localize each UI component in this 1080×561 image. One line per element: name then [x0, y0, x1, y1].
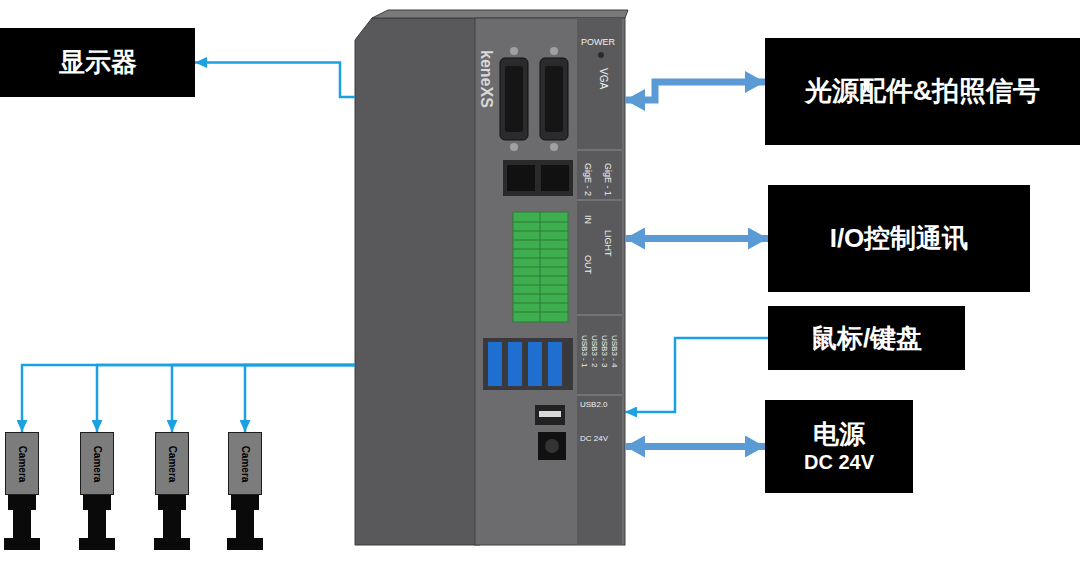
power-led	[598, 52, 604, 58]
signal-line	[195, 63, 355, 98]
usb3-port	[528, 342, 542, 386]
usb-block	[483, 338, 573, 390]
device-top	[372, 10, 628, 18]
ethernet-port	[507, 165, 535, 191]
industrial-pc: keneXS POWER VGA GigE - 2 GigE - 1 IN OUT LIGHT…	[355, 15, 625, 550]
camera-mount	[154, 495, 190, 550]
screw	[510, 143, 518, 151]
callout-text: 电源	[813, 418, 865, 451]
panel-label: USB3 - 1	[579, 335, 588, 367]
camera-mount	[4, 495, 40, 550]
panel-label: USB2.0	[580, 401, 608, 410]
camera-label: Camera	[240, 445, 251, 482]
panel-label: VGA	[598, 68, 609, 89]
signal-line	[625, 338, 768, 412]
signal-line	[97, 365, 355, 432]
camera-body: Camera	[228, 432, 262, 495]
terminal-block	[513, 212, 568, 322]
callout-text: DC 24V	[804, 450, 874, 475]
panel-label: OUT	[582, 255, 592, 274]
signal-line	[22, 365, 355, 432]
callout-box: 鼠标/键盘	[768, 306, 965, 370]
com-port	[540, 58, 568, 140]
signal-line	[172, 365, 355, 432]
strip-divider	[577, 395, 622, 396]
label-strip	[577, 18, 622, 545]
panel-label: USB3 - 4	[609, 335, 618, 367]
ethernet-block	[503, 160, 573, 196]
screw	[550, 47, 558, 55]
panel-label: LIGHT	[602, 230, 612, 257]
camera-mount	[79, 495, 115, 550]
panel-label: GigE - 2	[582, 163, 592, 196]
panel-label: keneXS	[477, 50, 495, 108]
vga-port	[500, 58, 528, 140]
camera-label: Camera	[17, 445, 28, 482]
signal-line	[245, 365, 355, 432]
ipc-device	[355, 10, 628, 545]
callout-text: 显示器	[59, 46, 137, 79]
com-port-inner	[545, 66, 563, 132]
camera-label: Camera	[92, 445, 103, 482]
vga-port-inner	[505, 66, 523, 132]
camera-body: Camera	[5, 432, 39, 495]
strip-divider	[577, 150, 622, 151]
callout-text: I/O控制通讯	[830, 222, 969, 255]
block-arrow	[625, 443, 765, 450]
panel-label: GigE - 1	[602, 163, 612, 196]
dc-jack	[538, 432, 566, 460]
panel-label: DC 24V	[580, 435, 608, 444]
camera-label: Camera	[167, 445, 178, 482]
terminal-rows	[513, 222, 568, 312]
device-side	[355, 18, 480, 545]
usb3-port	[488, 342, 502, 386]
strip-divider	[577, 315, 622, 316]
camera-mounts	[4, 432, 263, 550]
camera-body: Camera	[80, 432, 114, 495]
usb3-port	[548, 342, 562, 386]
callout-text: 光源配件&拍照信号	[805, 75, 1041, 109]
screw	[550, 143, 558, 151]
panel-label: USB3 - 2	[589, 335, 598, 367]
usb2-port	[535, 405, 565, 425]
callout-box: 显示器	[0, 28, 195, 97]
camera-mount	[227, 495, 263, 550]
usb2-port-inner	[539, 411, 561, 417]
usb3-port	[508, 342, 522, 386]
panel-label: IN	[582, 215, 592, 224]
dc-jack-hole	[545, 439, 559, 453]
strip-divider	[577, 200, 622, 201]
callout-box: 光源配件&拍照信号	[765, 38, 1080, 145]
block-arrow	[625, 82, 765, 100]
panel-label: POWER	[581, 38, 615, 48]
callout-box: I/O控制通讯	[768, 185, 1030, 292]
ethernet-port	[541, 165, 569, 191]
panel-label: USB3 - 3	[599, 335, 608, 367]
callout-text: 鼠标/键盘	[811, 322, 922, 355]
camera-body: Camera	[155, 432, 189, 495]
block-arrow	[625, 235, 768, 242]
callout-box: 电源DC 24V	[765, 400, 913, 493]
device-front	[475, 18, 625, 545]
screw	[510, 47, 518, 55]
